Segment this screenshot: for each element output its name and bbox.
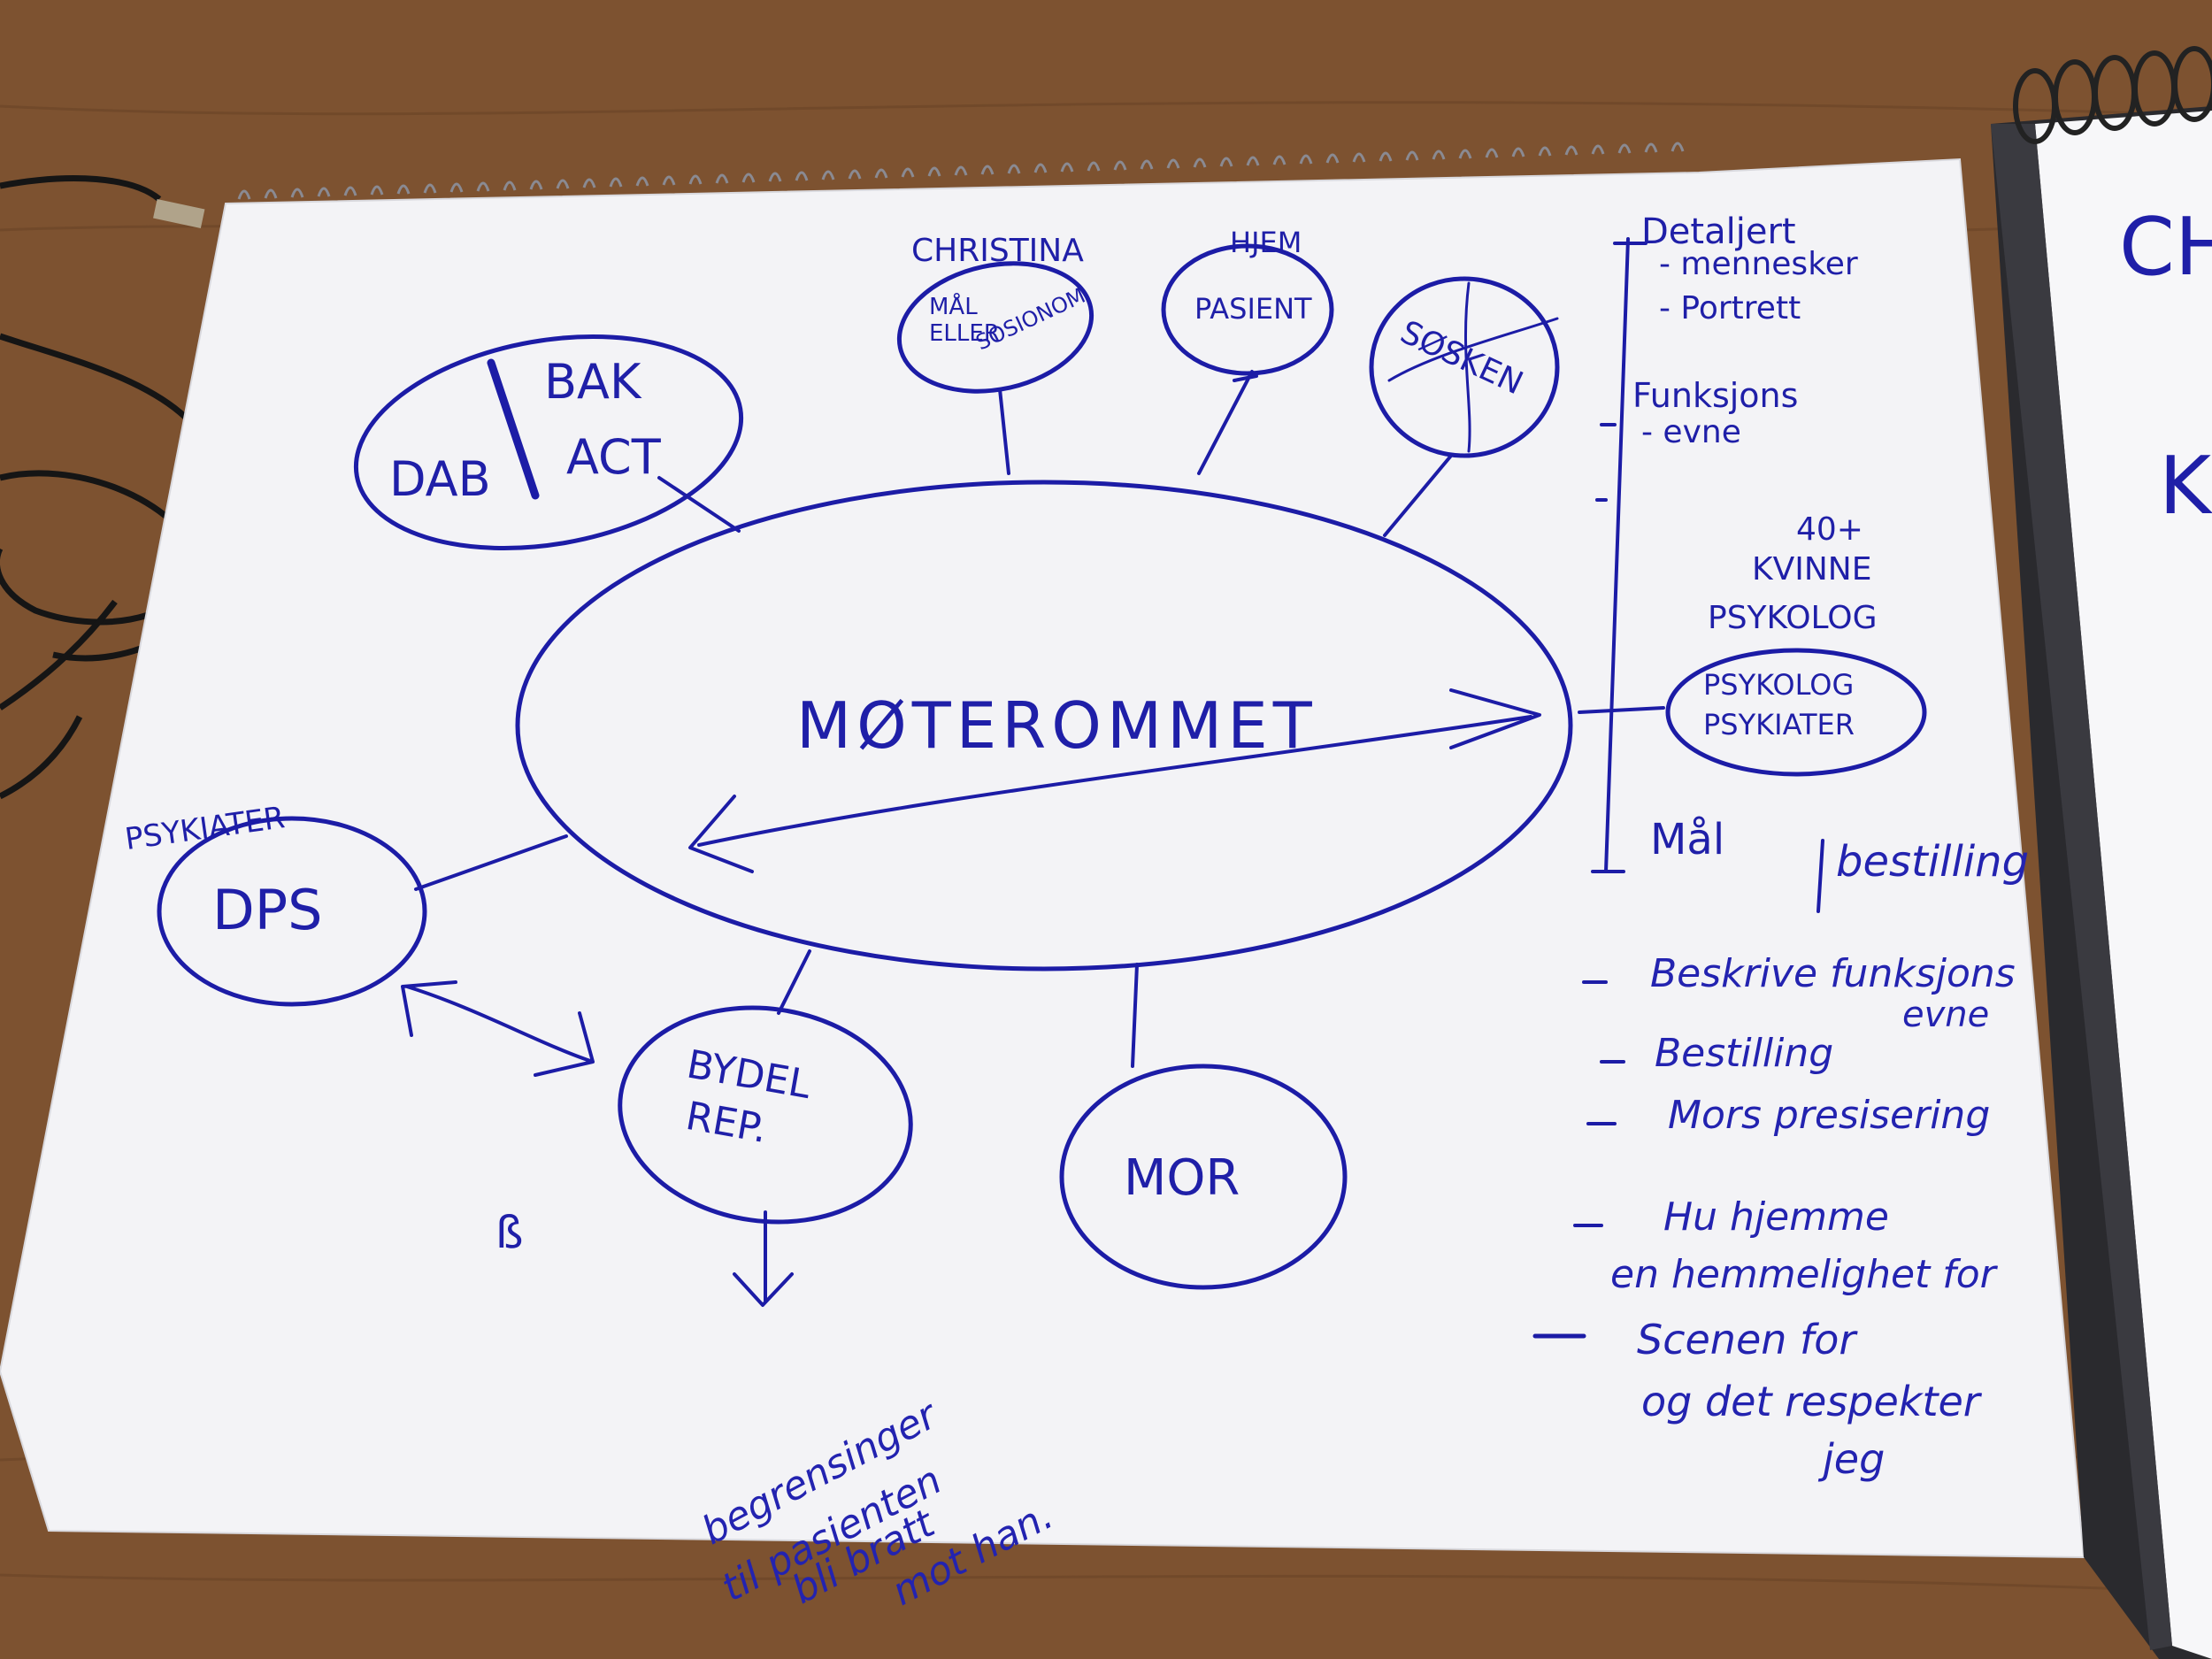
node-psykolog-label-mid: KVINNE [1752, 551, 1871, 588]
node-dps-text: DPS [212, 878, 322, 942]
right-note-6: en hemmelighet for [1610, 1252, 1999, 1297]
notebook-text-1: CH [2119, 201, 2212, 294]
timeline-footer-right: bestilling [1836, 837, 2029, 887]
stray-mark: ß [495, 1207, 524, 1258]
node-mor-text: MOR [1124, 1149, 1240, 1207]
node-psykolog-line2: PSYKIATER [1703, 708, 1855, 741]
right-note-8: og det respekter [1641, 1378, 1983, 1425]
notebook-text-2: K [2159, 440, 2212, 533]
right-note-7: Scenen for [1637, 1316, 1858, 1363]
right-note-3: Bestilling [1655, 1031, 1833, 1076]
node-pasient-text: PASIENT [1194, 292, 1312, 326]
center-label: MØTEROMMET [796, 688, 1317, 763]
node-psykolog-label-top: 40+ [1796, 511, 1863, 548]
node-dab-right-bottom: ACT [566, 429, 662, 485]
node-christina-line1: MÅL [929, 292, 978, 320]
node-psykolog-label: PSYKOLOG [1708, 600, 1878, 636]
right-note-9: jeg [1817, 1435, 1885, 1483]
timeline-footer-left: Mål [1650, 815, 1724, 864]
right-note-5: Hu hjemme [1663, 1194, 1889, 1240]
right-note-1: Beskrive funksjons [1650, 951, 2016, 996]
timeline-item-4: Funksjons [1632, 376, 1798, 415]
node-dab-right-top: BAK [544, 354, 642, 410]
node-dab-left: DAB [389, 451, 491, 507]
right-note-2: evne [1902, 995, 1989, 1035]
timeline-item-2: - mennesker [1659, 246, 1858, 282]
node-psykolog-line1: PSYKOLOG [1703, 668, 1854, 702]
timeline-item-3: - Portrett [1659, 290, 1801, 326]
timeline-item-5: - evne [1641, 414, 1741, 450]
right-note-4: Mors presisering [1668, 1093, 1990, 1138]
